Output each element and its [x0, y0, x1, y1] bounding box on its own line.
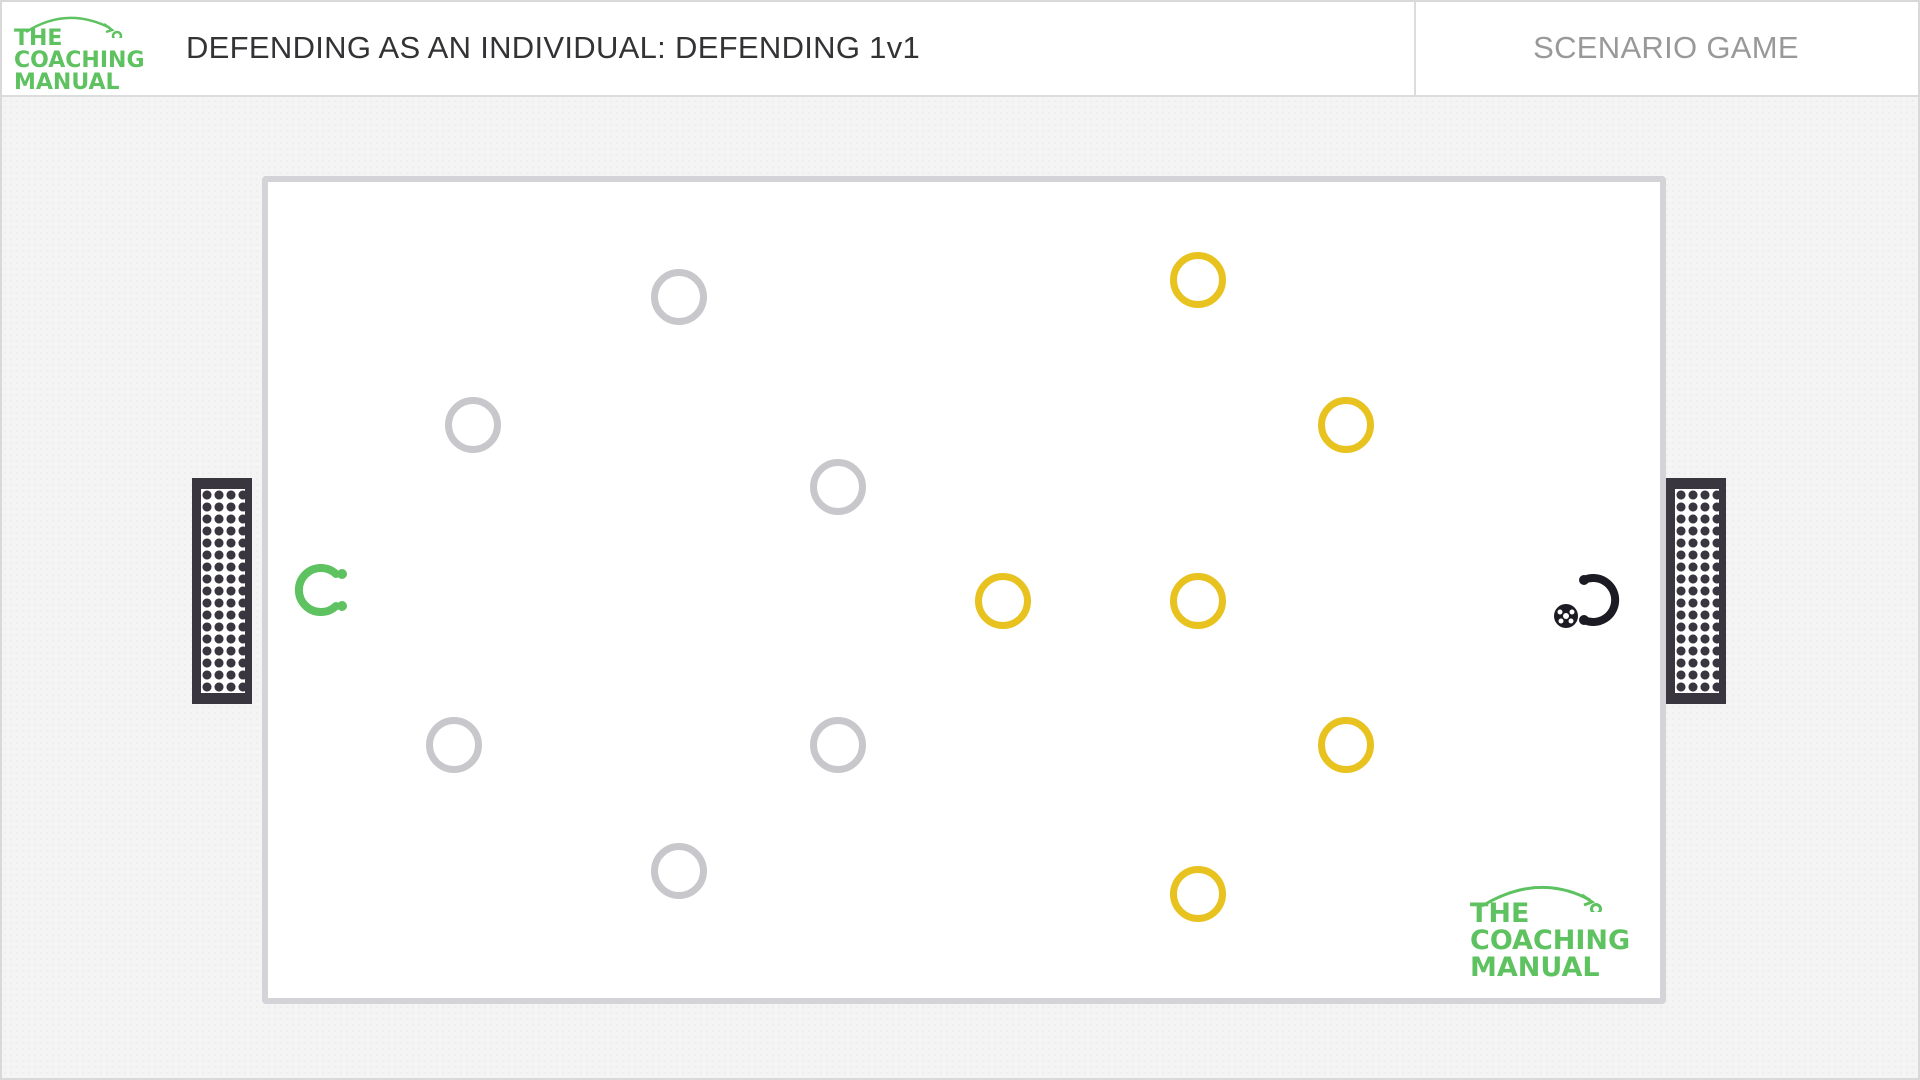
pitch [262, 176, 1666, 1004]
left-goal [192, 478, 252, 704]
watermark-line-1: THE [1470, 898, 1530, 929]
yellow-marker [1318, 397, 1374, 453]
page-title: DEFENDING AS AN INDIVIDUAL: DEFENDING 1v… [186, 30, 921, 65]
grey-marker [651, 269, 707, 325]
goalkeeper-icon[interactable] [292, 560, 356, 620]
coaching-manual-logo[interactable]: THE COACHING MANUAL [14, 12, 154, 94]
scenario-label: SCENARIO GAME [1533, 30, 1799, 65]
grey-marker [426, 717, 482, 773]
header-divider [1414, 2, 1416, 95]
logo-arc-icon [25, 16, 123, 38]
attacker-with-ball-icon[interactable] [1548, 570, 1628, 634]
watermark-line-2: COACHING [1470, 925, 1631, 956]
yellow-marker [975, 573, 1031, 629]
yellow-marker [1170, 866, 1226, 922]
header-bar [2, 2, 1918, 97]
grey-marker [651, 843, 707, 899]
right-goal-net [1675, 489, 1719, 693]
grey-marker [810, 717, 866, 773]
left-goal-net [201, 489, 245, 693]
logo-line-1: THE [14, 26, 63, 51]
yellow-marker [1170, 573, 1226, 629]
watermark-arc-icon [1481, 885, 1602, 912]
yellow-marker [1318, 717, 1374, 773]
grey-marker [445, 397, 501, 453]
watermark-logo: THE COACHING MANUAL [1470, 880, 1640, 983]
right-goal [1666, 478, 1726, 704]
logo-line-2: COACHING [14, 48, 145, 73]
grey-marker [810, 459, 866, 515]
logo-line-3: MANUAL [14, 70, 120, 95]
yellow-marker [1170, 252, 1226, 308]
watermark-line-3: MANUAL [1470, 952, 1600, 983]
